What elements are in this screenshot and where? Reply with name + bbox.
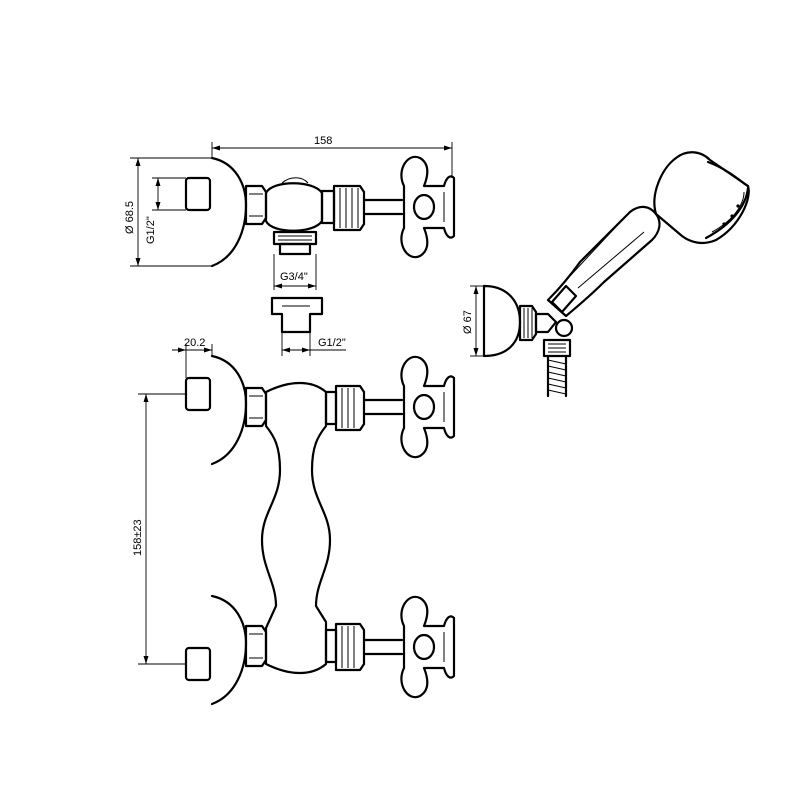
hose-connector <box>542 338 572 358</box>
inlet-pipe-lower <box>184 646 212 682</box>
dimension-outlet-thread: G3/4" <box>273 254 317 290</box>
thread-adapter <box>270 296 324 334</box>
label-outlet-thread: G3/4" <box>280 271 308 283</box>
label-centre-distance: 158±23 <box>132 519 144 556</box>
outlet-collar-top <box>272 230 318 246</box>
mixer-front-view <box>184 354 456 706</box>
wall-rosette-lower <box>210 594 248 706</box>
wall-holder <box>482 284 522 358</box>
label-overall-width: 158 <box>314 135 332 147</box>
dimension-adapter-thread: G1/2" <box>281 332 346 356</box>
hand-shower-assembly <box>482 151 750 398</box>
label-inlet-thread: G1/2" <box>145 216 157 244</box>
nut-left-top <box>244 184 268 226</box>
label-holder-diameter: Ø 67 <box>462 310 474 334</box>
valve-thread-upper <box>334 384 366 432</box>
cross-handle-top <box>400 155 456 259</box>
mixer-vertical-body <box>260 382 332 674</box>
label-wall-offset: 20.2 <box>184 337 205 349</box>
inlet-pipe-upper <box>184 376 212 412</box>
label-rosette-diameter: Ø 68.5 <box>124 201 136 234</box>
dimension-inlet-thread: G1/2" <box>145 177 186 244</box>
dimension-holder-diameter: Ø 67 <box>462 285 484 357</box>
valve-thread-lower <box>334 622 366 672</box>
shower-hose <box>546 354 568 398</box>
mixer-top-view <box>184 155 456 334</box>
label-adapter-thread: G1/2" <box>318 337 346 349</box>
dimension-rosette-diameter: Ø 68.5 <box>124 157 212 267</box>
dimension-wall-offset: 20.2 <box>172 337 213 378</box>
cross-handle-upper <box>400 355 456 459</box>
dimension-centre-distance: 158±23 <box>132 393 186 665</box>
inlet-pipe-top <box>184 176 212 212</box>
dimension-overall-width: 158 <box>211 135 453 178</box>
wall-rosette-top <box>210 156 248 268</box>
valve-thread-top <box>332 184 366 232</box>
mixer-body-top <box>264 182 324 232</box>
wall-rosette-upper <box>210 354 248 466</box>
cross-handle-lower <box>400 595 456 699</box>
hand-shower-handle <box>546 205 661 318</box>
hand-shower-head <box>653 151 750 245</box>
